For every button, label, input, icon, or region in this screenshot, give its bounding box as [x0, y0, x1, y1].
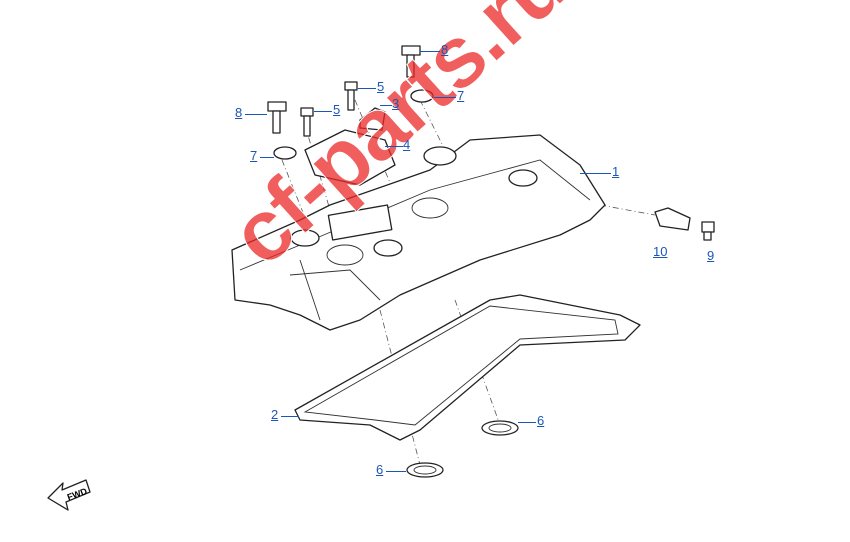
- callout-2[interactable]: 2: [271, 407, 279, 422]
- washer: [410, 89, 434, 103]
- callout-6[interactable]: 6: [537, 413, 545, 428]
- callout-3[interactable]: 3: [392, 96, 400, 111]
- callout-8[interactable]: 8: [441, 42, 449, 57]
- callout-4[interactable]: 4: [403, 137, 411, 152]
- callout-7[interactable]: 7: [250, 148, 258, 163]
- bracket: [654, 207, 691, 231]
- forward-arrow-icon: FWD: [47, 479, 91, 511]
- bracket: [359, 107, 386, 131]
- gasket: [294, 294, 641, 441]
- valve-cover: [231, 134, 606, 331]
- bolt: [300, 107, 314, 137]
- washer: [273, 146, 297, 160]
- callout-7[interactable]: 7: [457, 88, 465, 103]
- bolt: [401, 45, 421, 78]
- callout-6[interactable]: 6: [376, 462, 384, 477]
- callout-10[interactable]: 10: [653, 244, 668, 259]
- bolt: [701, 221, 715, 241]
- callout-8[interactable]: 8: [235, 105, 243, 120]
- callout-9[interactable]: 9: [707, 248, 715, 263]
- bolt: [344, 81, 358, 111]
- breather-cover: [304, 129, 396, 186]
- callout-5[interactable]: 5: [333, 102, 341, 117]
- seal-ring: [481, 420, 519, 436]
- seal-ring: [406, 462, 444, 478]
- callout-1[interactable]: 1: [612, 164, 620, 179]
- bolt: [267, 101, 287, 134]
- callout-5[interactable]: 5: [377, 79, 385, 94]
